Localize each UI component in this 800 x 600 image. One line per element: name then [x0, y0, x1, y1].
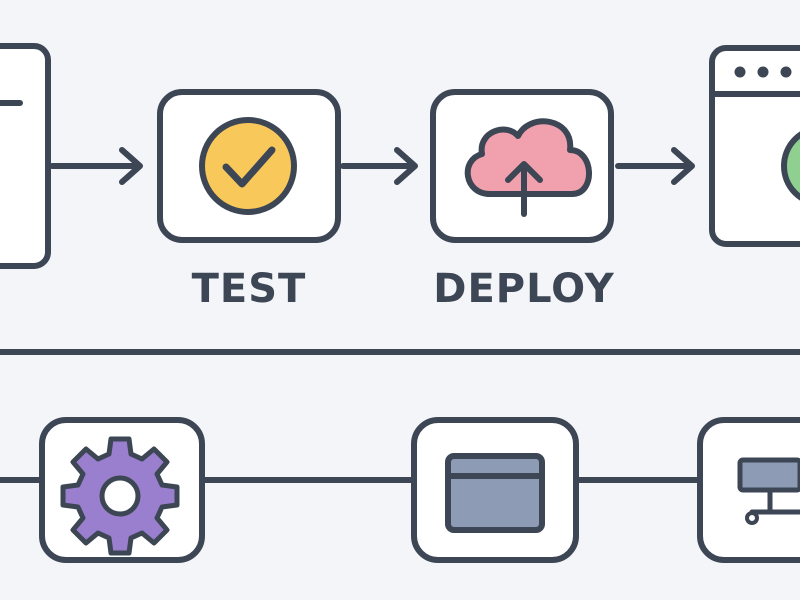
code-stage-card [0, 43, 51, 269]
test-stage-label: TEST [192, 266, 307, 312]
arrow-code-to-test [49, 147, 143, 185]
app-window-node [411, 417, 579, 563]
deploy-stage-label: DEPLOY [433, 266, 614, 312]
arrow-deploy-to-release [615, 147, 695, 185]
cloud-upload-icon [464, 118, 592, 217]
app-window-icon [445, 453, 545, 533]
globe-icon [781, 131, 800, 201]
release-stage-card [709, 45, 800, 247]
checkmark-circle-icon [199, 117, 297, 215]
settings-node [39, 417, 205, 563]
monitor-network-icon [737, 457, 800, 525]
browser-dots [734, 66, 792, 78]
arrow-test-to-deploy [340, 147, 418, 185]
test-stage-card [157, 89, 341, 243]
top-flow-connectors [49, 147, 695, 185]
monitor-node [697, 417, 800, 563]
deploy-stage-card [430, 89, 614, 243]
gear-icon [60, 436, 180, 556]
